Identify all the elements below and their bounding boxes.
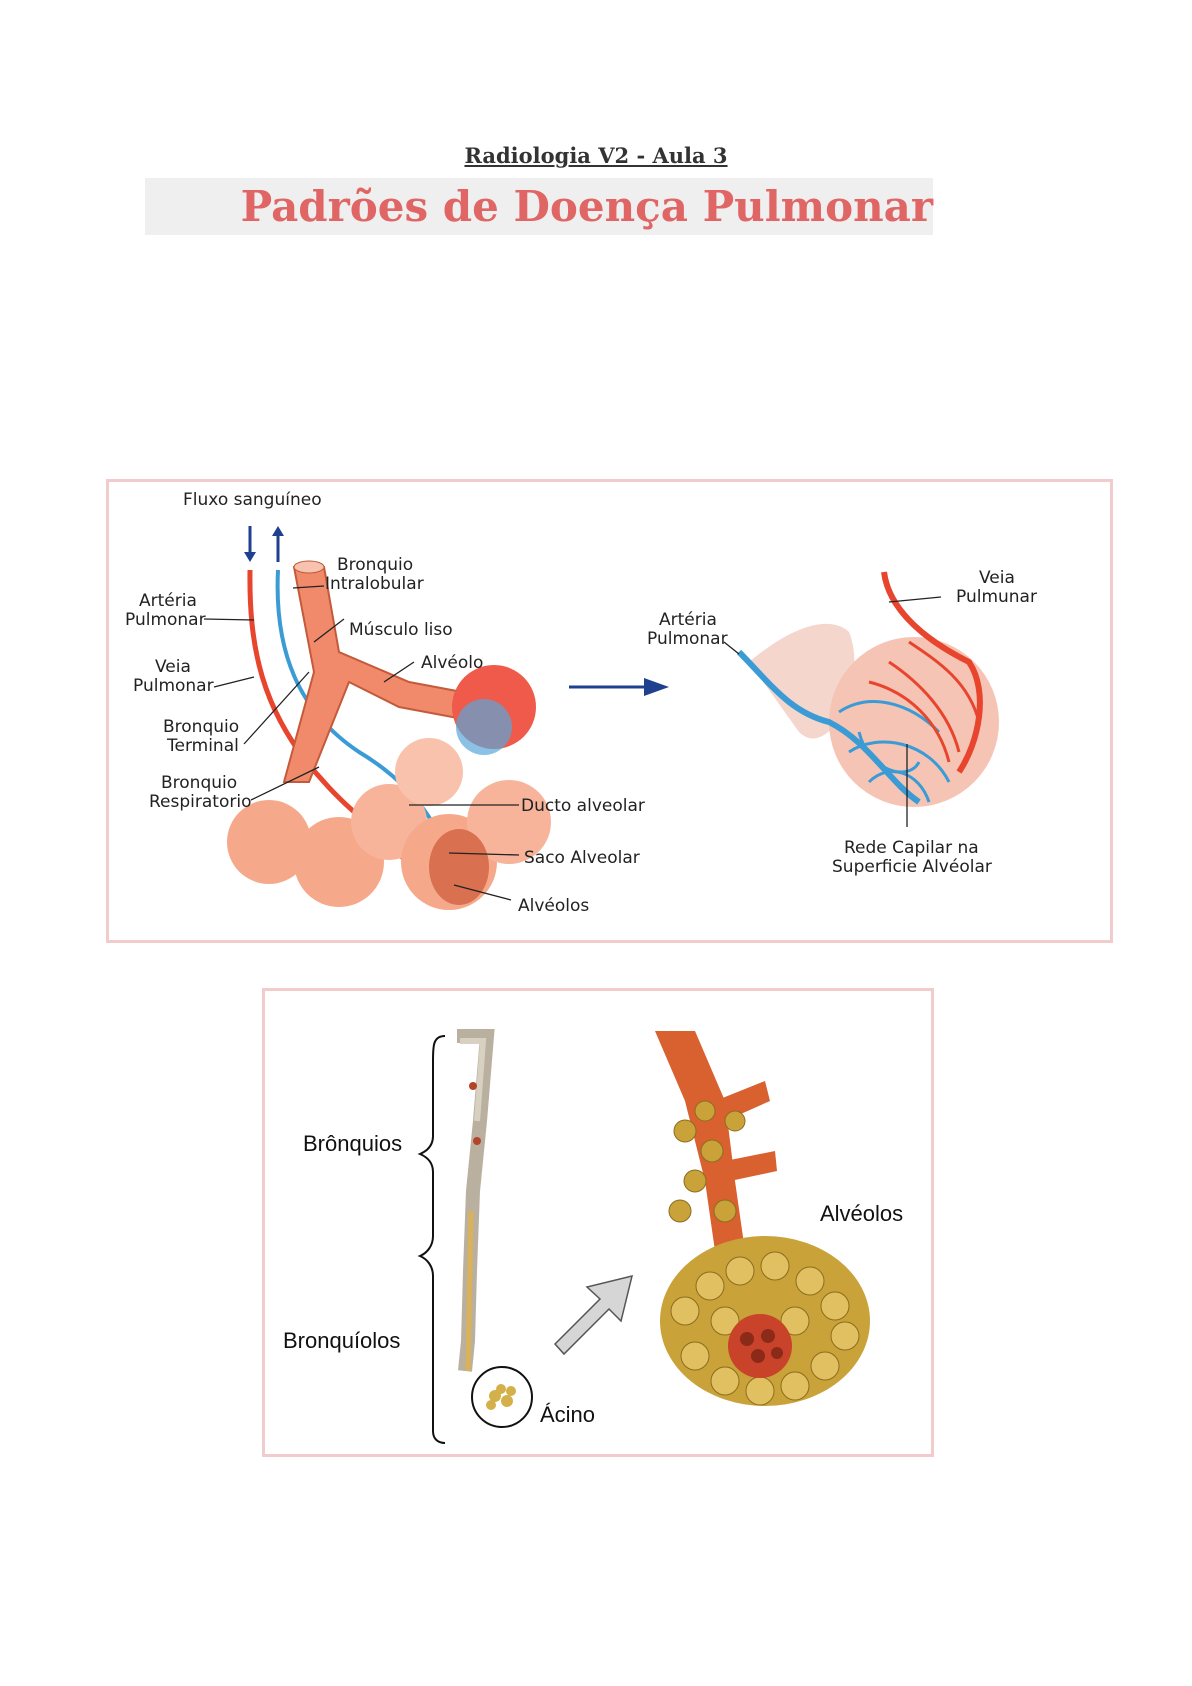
alveolar-clusters	[227, 665, 551, 910]
label-veia-2: Pulmonar	[133, 676, 214, 696]
bronchial-tree-illustration: Brônquios Bronquíolos Ácino Alvéolos	[283, 1029, 903, 1444]
label-terminal-2: Terminal	[166, 736, 239, 756]
label-alveolos: Alvéolos	[518, 896, 589, 916]
acinus-circle	[471, 1366, 533, 1428]
page-title: Padrões de Doença Pulmonar	[240, 182, 933, 231]
blood-flow-arrows	[244, 526, 284, 562]
label-musculo-liso: Músculo liso	[349, 620, 453, 640]
title-band	[145, 178, 933, 235]
label-rede-capilar-2: Superficie Alvéolar	[832, 857, 992, 877]
label-alveolo: Alvéolo	[421, 653, 483, 673]
label-right-arteria-1: Artéria	[659, 610, 717, 630]
label-right-veia-2: Pulmunar	[956, 587, 1037, 607]
label-acino: Ácino	[540, 1402, 595, 1427]
label-veia-1: Veia	[155, 657, 191, 677]
label-bronquio-intralobular-2: Intralobular	[325, 574, 424, 594]
label-ducto-alveolar: Ducto alveolar	[521, 796, 645, 816]
magnified-alveoli	[655, 1031, 870, 1406]
label-bronquio-intralobular-1: Bronquio	[337, 555, 413, 575]
label-right-veia-1: Veia	[979, 568, 1015, 588]
label-right-arteria-2: Pulmonar	[647, 629, 728, 649]
label-arteria-2: Pulmonar	[125, 610, 206, 630]
label-saco-alveolar: Saco Alveolar	[524, 848, 640, 868]
label-alveolos-zoom: Alvéolos	[820, 1201, 903, 1226]
label-respiratorio-1: Bronquio	[161, 773, 237, 793]
lung-anatomy-illustration: Fluxo sanguíneo Bronquio Intralobular Ar…	[125, 490, 1037, 916]
capillary-network	[736, 571, 999, 807]
bronchi-brace	[417, 1035, 446, 1444]
label-bronquios: Brônquios	[303, 1131, 402, 1156]
lung-anatomy-figure: Fluxo sanguíneo Bronquio Intralobular Ar…	[106, 479, 1113, 943]
bronchial-tree-figure: Brônquios Bronquíolos Ácino Alvéolos	[262, 988, 934, 1457]
page-subtitle: Radiologia V2 - Aula 3	[464, 143, 728, 168]
label-respiratorio-2: Respiratorio	[149, 792, 251, 812]
label-arteria-1: Artéria	[139, 591, 197, 611]
label-terminal-1: Bronquio	[163, 717, 239, 737]
zoom-arrow-icon	[553, 1274, 634, 1356]
label-bronquiolos: Bronquíolos	[283, 1328, 400, 1353]
label-blood-flow: Fluxo sanguíneo	[183, 490, 322, 510]
label-rede-capilar-1: Rede Capilar na	[844, 838, 979, 858]
